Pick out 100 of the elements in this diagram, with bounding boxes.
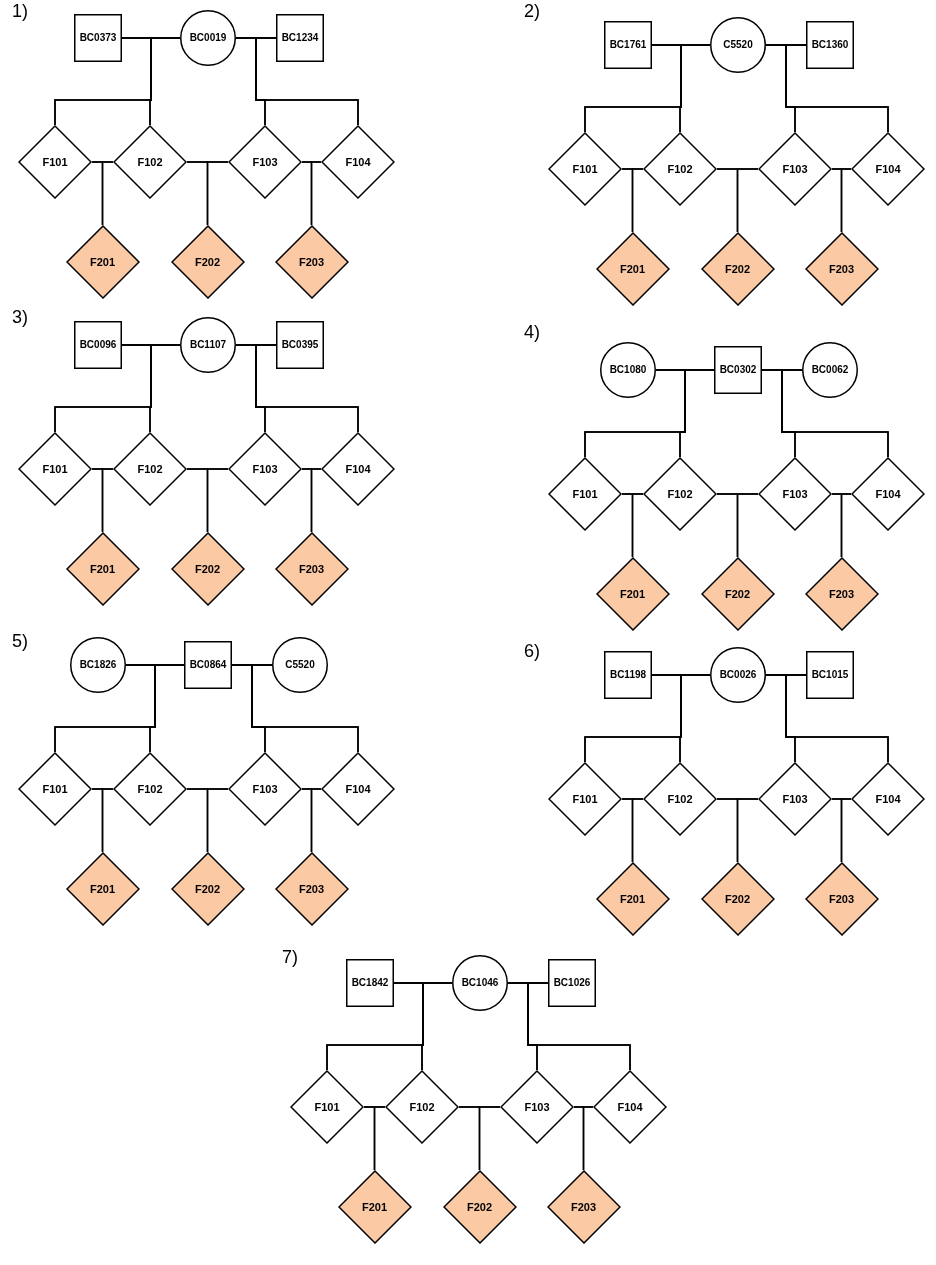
pedigree-diamond: F101	[548, 132, 622, 206]
pedigree-square: BC1198	[604, 651, 652, 699]
pedigree-square: BC1234	[276, 14, 324, 62]
connector-line	[310, 161, 322, 226]
connector-line	[679, 674, 711, 763]
connector-line	[736, 798, 759, 863]
connector-line	[679, 44, 711, 133]
connector-line	[785, 44, 889, 133]
pedigree-diamond: F101	[18, 125, 92, 199]
connector-line	[781, 369, 889, 458]
connector-line	[149, 37, 181, 126]
pedigree-diamond: F201	[65, 532, 140, 606]
panel-number: 6)	[524, 642, 540, 660]
connector-line	[255, 37, 359, 126]
pedigree-diamond: F203	[546, 1170, 621, 1244]
pedigree-square: BC1026	[548, 959, 596, 1007]
pedigree-diamond: F202	[170, 852, 245, 926]
pedigree-diamond: F101	[18, 432, 92, 506]
connector-line	[840, 798, 852, 863]
connector-line	[785, 674, 889, 763]
connector-line	[310, 468, 322, 533]
pedigree-diamond: F104	[321, 432, 395, 506]
pedigree-diamond: F104	[851, 762, 925, 836]
pedigree-square: BC0302	[714, 346, 762, 394]
pedigree-diamond: F201	[595, 232, 670, 306]
connector-line	[421, 982, 453, 1071]
pedigree-square: BC0864	[184, 641, 232, 689]
pedigree-diamond: F201	[65, 225, 140, 299]
pedigree-diamond: F101	[290, 1070, 364, 1144]
connector-line	[840, 168, 852, 233]
pedigree-circle: BC0026	[710, 647, 766, 703]
pedigree-diamond: F202	[700, 862, 775, 936]
connector-line	[478, 1106, 501, 1171]
pedigree-diamond: F103	[228, 125, 302, 199]
pedigree-diamond: F104	[321, 125, 395, 199]
connector-line	[101, 161, 114, 226]
pedigree-diamond: F102	[385, 1070, 459, 1144]
pedigree-diamond: F201	[595, 557, 670, 631]
pedigree-diamond: F203	[274, 225, 349, 299]
connector-line	[101, 468, 114, 533]
pedigree-diamond: F201	[595, 862, 670, 936]
pedigree-diamond: F101	[548, 457, 622, 531]
pedigree-square: BC1360	[806, 21, 854, 69]
pedigree-square: BC1842	[346, 959, 394, 1007]
panel-number: 2)	[524, 2, 540, 20]
panel-number: 4)	[524, 323, 540, 341]
pedigree-circle: BC0062	[802, 342, 858, 398]
connector-line	[736, 493, 759, 558]
pedigree-diamond: F103	[228, 432, 302, 506]
connector-line	[631, 493, 644, 558]
pedigree-diamond: F202	[442, 1170, 517, 1244]
pedigree-diamond: F203	[804, 232, 879, 306]
panel-number: 7)	[282, 948, 298, 966]
pedigree-diamond: F101	[18, 752, 92, 826]
pedigree-diamond: F103	[758, 457, 832, 531]
pedigree-square: BC0395	[276, 321, 324, 369]
pedigree-square: BC0096	[74, 321, 122, 369]
connector-line	[373, 1106, 386, 1171]
pedigree-diamond: F103	[758, 762, 832, 836]
pedigree-diamond: F203	[274, 532, 349, 606]
pedigree-diamond: F203	[274, 852, 349, 926]
pedigree-diamond: F104	[851, 132, 925, 206]
pedigree-diamond: F104	[321, 752, 395, 826]
pedigree-diamond: F201	[337, 1170, 412, 1244]
panel-number: 3)	[12, 308, 28, 326]
connector-line	[206, 161, 229, 226]
pedigree-square: BC1015	[806, 651, 854, 699]
pedigree-diamond: F102	[113, 125, 187, 199]
pedigree-circle: BC0019	[180, 10, 236, 66]
pedigree-diamond: F202	[700, 557, 775, 631]
connector-line	[149, 344, 181, 433]
connector-line	[582, 1106, 594, 1171]
connector-line	[310, 788, 322, 853]
connector-line	[679, 369, 715, 458]
panel-number: 5)	[12, 632, 28, 650]
pedigree-diamond: F203	[804, 862, 879, 936]
pedigree-diamond: F202	[170, 532, 245, 606]
pedigree-diamond: F103	[228, 752, 302, 826]
pedigree-diamond: F202	[700, 232, 775, 306]
pedigree-diamond: F101	[548, 762, 622, 836]
pedigree-diamond: F202	[170, 225, 245, 299]
pedigree-diamond: F102	[643, 762, 717, 836]
pedigree-diamond: F104	[593, 1070, 667, 1144]
pedigree-diamond: F103	[758, 132, 832, 206]
connector-line	[255, 344, 359, 433]
connector-line	[736, 168, 759, 233]
pedigree-diamond: F203	[804, 557, 879, 631]
connector-line	[631, 168, 644, 233]
pedigree-diamond: F102	[643, 457, 717, 531]
connector-line	[206, 468, 229, 533]
pedigree-diamond: F103	[500, 1070, 574, 1144]
pedigree-circle: BC1046	[452, 955, 508, 1011]
panel-number: 1)	[12, 2, 28, 20]
pedigree-diamond: F102	[113, 752, 187, 826]
connector-line	[840, 493, 852, 558]
pedigree-circle: BC1107	[180, 317, 236, 373]
pedigree-diamond: F201	[65, 852, 140, 926]
pedigree-circle: C5520	[710, 17, 766, 73]
pedigree-circle: BC1826	[70, 637, 126, 693]
connector-line	[206, 788, 229, 853]
